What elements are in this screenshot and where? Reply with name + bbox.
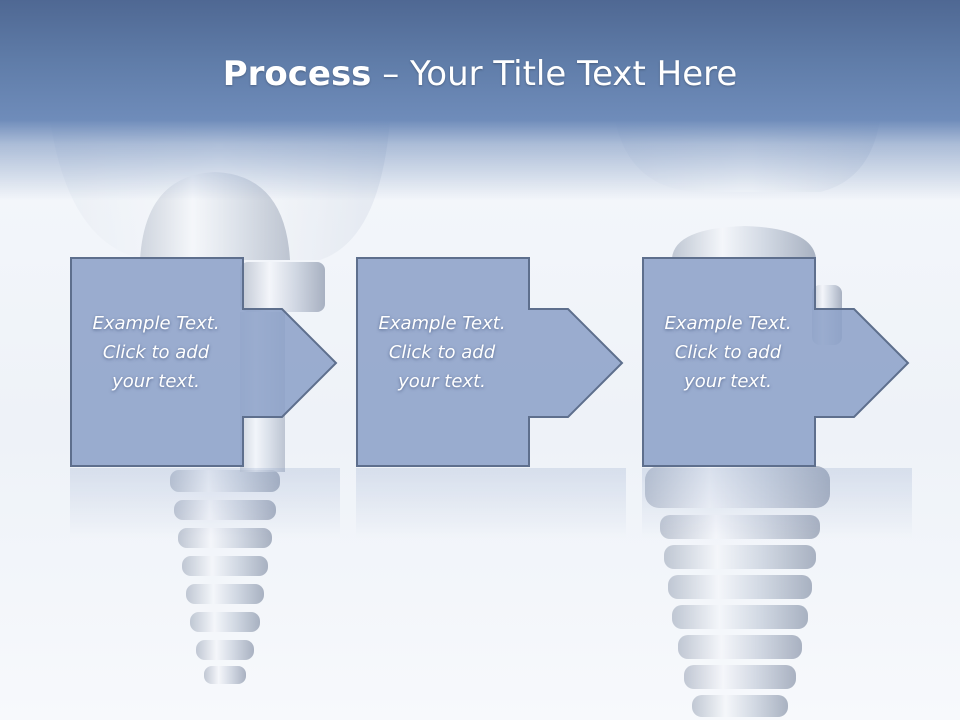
arrow-box-shape (70, 257, 338, 467)
step-text-line: Example Text. (92, 313, 220, 334)
step-text-line: your text. (684, 371, 772, 392)
step-reflection (356, 468, 626, 538)
step-text-line: Example Text. (378, 313, 506, 334)
step-text-line: Example Text. (664, 313, 792, 334)
step-text[interactable]: Example Text. Click to add your text. (70, 309, 242, 396)
step-reflection (70, 468, 340, 538)
step-text[interactable]: Example Text. Click to add your text. (356, 309, 528, 396)
title-bold: Process (222, 54, 372, 94)
step-text-line: your text. (398, 371, 486, 392)
step-text-line: your text. (112, 371, 200, 392)
step-text-line: Click to add (102, 342, 210, 363)
step-reflection (642, 468, 912, 538)
title-rest: – Your Title Text Here (371, 54, 738, 94)
process-step-3[interactable]: Example Text. Click to add your text. (642, 257, 912, 467)
step-text-line: Click to add (674, 342, 782, 363)
slide-title[interactable]: Process – Your Title Text Here (0, 52, 960, 96)
process-step-1[interactable]: Example Text. Click to add your text. (70, 257, 340, 467)
arrow-box-shape (356, 257, 624, 467)
arrow-box-shape (642, 257, 910, 467)
step-text[interactable]: Example Text. Click to add your text. (642, 309, 814, 396)
process-step-2[interactable]: Example Text. Click to add your text. (356, 257, 626, 467)
step-text-line: Click to add (388, 342, 496, 363)
title-band (0, 0, 960, 200)
